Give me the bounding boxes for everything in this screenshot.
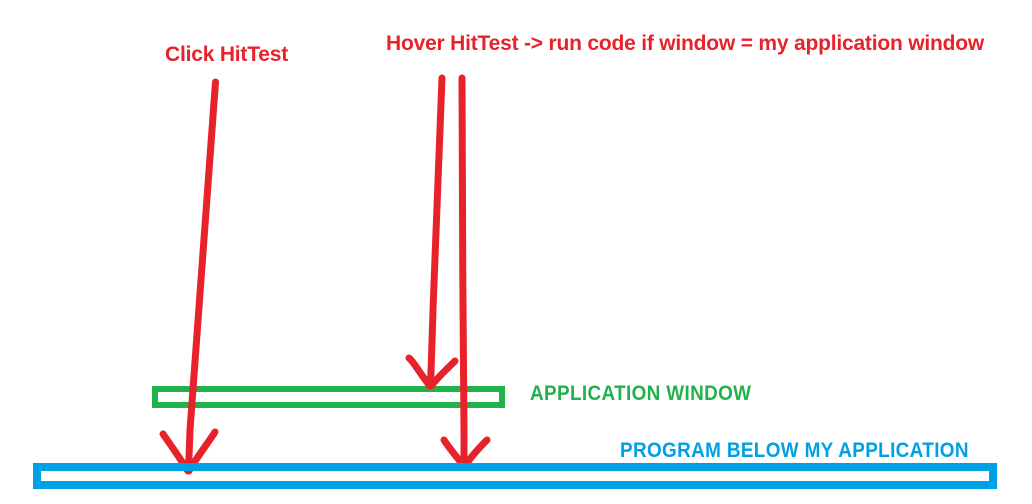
program-below-bar: [33, 463, 997, 489]
hover-hittest-label: Hover HitTest -> run code if window = my…: [386, 32, 985, 55]
click-hittest-label: Click HitTest: [165, 43, 289, 66]
program-below-label: PROGRAM BELOW MY APPLICATION: [620, 439, 969, 462]
click-hittest-arrow: [159, 78, 219, 475]
application-window-label: APPLICATION WINDOW: [530, 382, 752, 405]
hover-hittest-arrow: [405, 74, 459, 390]
application-window-bar: [152, 386, 505, 408]
